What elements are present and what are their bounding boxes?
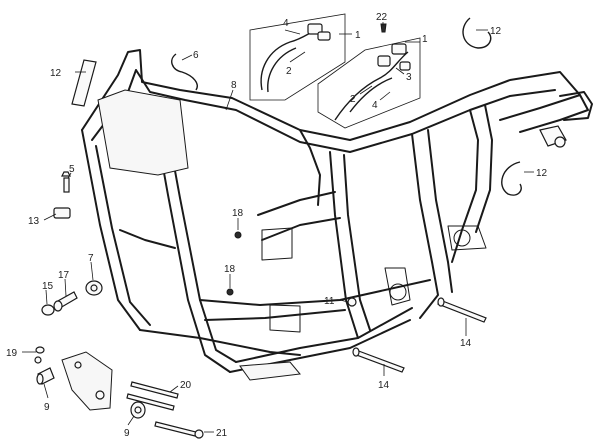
part-12-pad [71,59,97,107]
callout-2-right: 2 [350,94,356,105]
motorcycle-frame [81,49,593,381]
part-bracket-hole-2 [95,390,105,400]
part-20-bolts [126,381,179,411]
callout-8: 8 [231,80,237,91]
callout-4-left: 4 [283,18,289,29]
part-bracket-plate [61,351,113,411]
callout-20: 20 [180,380,192,391]
part-18-stud-lower [226,288,234,296]
part-5-bolt [61,171,71,193]
callout-14-bottom: 14 [378,380,390,391]
callout-1-left: 1 [355,30,361,41]
part-21-bolt [154,421,204,439]
callout-13: 13 [28,216,40,227]
part-9-bush-lower [130,401,146,419]
part-7-collar [85,280,103,296]
part-12-clip-top [462,17,492,49]
callout-1-right: 1 [422,34,428,45]
callout-19: 19 [6,348,18,359]
callout-21: 21 [216,428,228,439]
callout-15: 15 [42,281,54,292]
callout-6: 6 [193,50,199,61]
callout-9-lower: 9 [124,428,130,439]
callout-12-right: 12 [536,168,548,179]
inset-box-harness-left [249,13,346,101]
part-22-screw [380,23,387,33]
callout-2-left: 2 [286,66,292,77]
part-11-grommet [347,297,357,307]
callout-14-right: 14 [460,338,472,349]
callout-12-left: 12 [50,68,62,79]
callout-3: 3 [406,72,412,83]
part-18-stud-upper [234,231,242,239]
part-17-bolt [53,291,78,312]
callout-22: 22 [376,12,388,23]
part-bracket-hole-1 [74,361,82,369]
callout-5: 5 [69,164,75,175]
part-6-hook [171,53,198,91]
part-12-clip-right [501,161,522,196]
callout-7: 7 [88,253,94,264]
callout-12-top-right: 12 [490,26,502,37]
part-19-washer-2 [34,356,42,364]
part-19-washer-1 [35,346,45,354]
callout-4-right: 4 [372,100,378,111]
callout-18-upper: 18 [232,208,244,219]
inset-box-harness-right [317,37,421,129]
callout-11: 11 [324,296,335,307]
callout-17: 17 [58,270,70,281]
part-14-bolt-right [437,297,487,323]
part-15-nut [41,304,55,316]
part-14-bolt-bottom [352,347,405,373]
part-13-block [53,207,71,219]
callout-9-left: 9 [44,402,50,413]
part-9-bush-left [36,367,55,385]
leader-lines [22,22,534,433]
callout-18-lower: 18 [224,264,236,275]
